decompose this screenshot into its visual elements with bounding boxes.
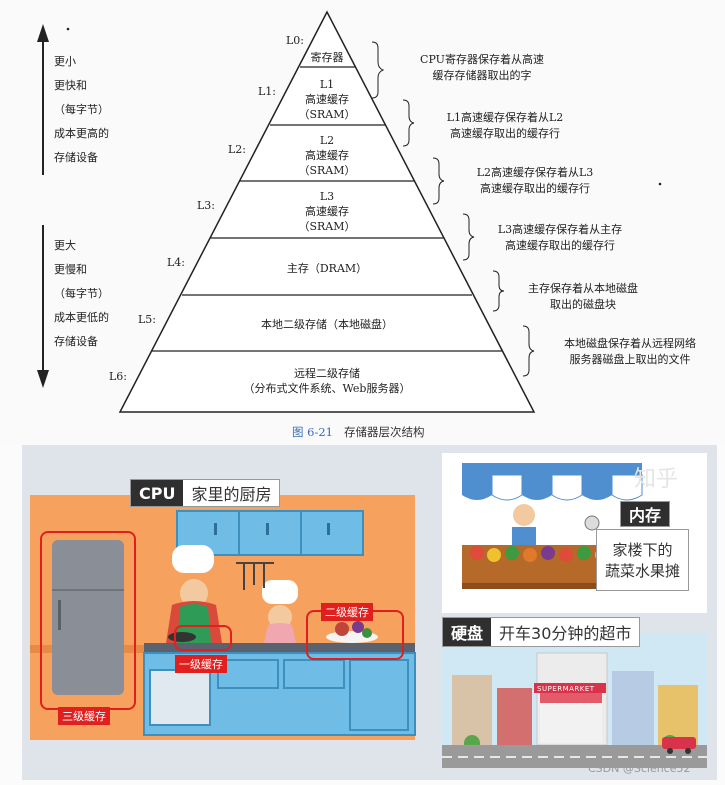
note-line: 存储设备 — [54, 146, 109, 170]
level-text-l3: L3 高速缓存 （SRAM） — [277, 189, 377, 234]
brace-l4 — [493, 271, 504, 311]
memory-tag-head-box: 内存 — [620, 501, 670, 527]
level-line: 远程二级存储 — [207, 366, 447, 381]
figure-caption: 图 6-21 存储器层次结构 — [292, 424, 424, 440]
level-desc-l4: 主存保存着从本地磁盘 取出的磁盘块 — [508, 281, 658, 313]
level-id-l3: L3: — [197, 199, 215, 212]
level-desc-l5: 本地磁盘保存着从远程网络 服务器磁盘上取出的文件 — [540, 336, 720, 368]
memory-tag-body: 家楼下的 蔬菜水果摊 — [596, 529, 689, 591]
memory-tag-head: 内存 — [621, 502, 669, 526]
brace-l5 — [523, 326, 534, 376]
left-note-top: 更小 更快和 （每字节） 成本更高的 存储设备 — [54, 50, 109, 170]
supermarket-sign: SUPERMARKET — [537, 685, 595, 693]
level-desc-l2: L2高速缓存保存着从L3 高速缓存取出的缓存行 — [450, 165, 620, 197]
level-line: 本地二级存储（本地磁盘） — [217, 317, 437, 332]
level-desc-l3: L3高速缓存保存着从主存 高速缓存取出的缓存行 — [475, 222, 645, 254]
cpu-tag-body: 家里的厨房 — [183, 481, 279, 505]
level-line: 主存（DRAM） — [247, 261, 407, 276]
l1-cache-label: 一级缓存 — [175, 655, 227, 673]
l2-cache-label: 二级缓存 — [321, 603, 373, 621]
left-note-bottom: 更大 更慢和 （每字节） 成本更低的 存储设备 — [54, 234, 109, 354]
level-line: L1 — [277, 77, 377, 92]
note-line: 更大 — [54, 234, 109, 258]
level-text-l0: 寄存器 — [287, 50, 367, 65]
level-desc-l0: CPU寄存器保存着从高速 缓存存储器取出的字 — [397, 52, 567, 84]
note-line: 存储设备 — [54, 330, 109, 354]
desc-line: 本地磁盘保存着从远程网络 — [540, 336, 720, 352]
caption-title: 存储器层次结构 — [344, 425, 425, 439]
memory-tag-line: 蔬菜水果摊 — [605, 560, 680, 581]
desc-line: 取出的磁盘块 — [508, 297, 658, 313]
desc-line: 主存保存着从本地磁盘 — [508, 281, 658, 297]
desc-line: L3高速缓存保存着从主存 — [475, 222, 645, 238]
cpu-tag-head: CPU — [131, 480, 183, 506]
memory-hierarchy-figure: 更小 更快和 （每字节） 成本更高的 存储设备 更大 更慢和 （每字节） 成本更… — [0, 0, 725, 445]
supermarket-scene — [442, 633, 707, 768]
level-line: （SRAM） — [277, 107, 377, 122]
level-line: （SRAM） — [277, 163, 377, 178]
level-text-l4: 主存（DRAM） — [247, 261, 407, 276]
memory-tag-line: 家楼下的 — [613, 539, 673, 560]
desc-line: 高速缓存取出的缓存行 — [450, 181, 620, 197]
level-line: （分布式文件系统、Web服务器） — [207, 381, 447, 396]
level-desc-l1: L1高速缓存保存着从L2 高速缓存取出的缓存行 — [420, 110, 590, 142]
level-text-l2: L2 高速缓存 （SRAM） — [277, 133, 377, 178]
arrow-up-head — [37, 24, 49, 42]
note-line: （每字节） — [54, 98, 109, 122]
desc-line: L2高速缓存保存着从L3 — [450, 165, 620, 181]
l3-cache-label: 三级缓存 — [58, 707, 110, 725]
level-line: （SRAM） — [277, 219, 377, 234]
brace-l1 — [403, 100, 414, 146]
level-line: 高速缓存 — [277, 204, 377, 219]
level-line: L2 — [277, 133, 377, 148]
cpu-tag: CPU 家里的厨房 — [130, 479, 280, 507]
note-line: 更慢和 — [54, 258, 109, 282]
arrow-down-head — [37, 370, 49, 388]
disk-tag: 硬盘 开车30分钟的超市 — [442, 617, 640, 647]
caption-number: 图 6-21 — [292, 425, 333, 439]
disk-tag-head: 硬盘 — [443, 618, 491, 646]
desc-line: L1高速缓存保存着从L2 — [420, 110, 590, 126]
brace-l3 — [463, 214, 474, 260]
level-line: L3 — [277, 189, 377, 204]
cache-analogy-illustration: CPU 家里的厨房 三级缓存 一级缓存 二级缓存 — [22, 445, 717, 780]
note-line: 更小 — [54, 50, 109, 74]
desc-line: 缓存存储器取出的字 — [397, 68, 567, 84]
note-line: （每字节） — [54, 282, 109, 306]
level-id-l5: L5: — [138, 313, 156, 326]
desc-line: 高速缓存取出的缓存行 — [475, 238, 645, 254]
note-line: 成本更低的 — [54, 306, 109, 330]
disk-tag-body: 开车30分钟的超市 — [491, 620, 639, 644]
level-id-l4: L4: — [167, 256, 185, 269]
brace-l2 — [433, 158, 444, 204]
csdn-watermark: CSDN @Science52 — [588, 762, 691, 775]
zhihu-watermark: 知乎 — [634, 461, 678, 493]
l3-cache-highlight — [40, 531, 136, 710]
level-line: 高速缓存 — [277, 92, 377, 107]
note-line: 成本更高的 — [54, 122, 109, 146]
level-line: 寄存器 — [287, 50, 367, 65]
note-line: 更快和 — [54, 74, 109, 98]
level-text-l5: 本地二级存储（本地磁盘） — [217, 317, 437, 332]
level-text-l1: L1 高速缓存 （SRAM） — [277, 77, 377, 122]
level-id-l1: L1: — [258, 85, 276, 98]
level-id-l6: L6: — [109, 370, 127, 383]
level-line: 高速缓存 — [277, 148, 377, 163]
desc-line: 服务器磁盘上取出的文件 — [540, 352, 720, 368]
l1-cache-highlight — [174, 625, 232, 651]
level-id-l2: L2: — [228, 143, 246, 156]
level-id-l0: L0: — [286, 34, 304, 47]
level-text-l6: 远程二级存储 （分布式文件系统、Web服务器） — [207, 366, 447, 396]
desc-line: 高速缓存取出的缓存行 — [420, 126, 590, 142]
desc-line: CPU寄存器保存着从高速 — [397, 52, 567, 68]
